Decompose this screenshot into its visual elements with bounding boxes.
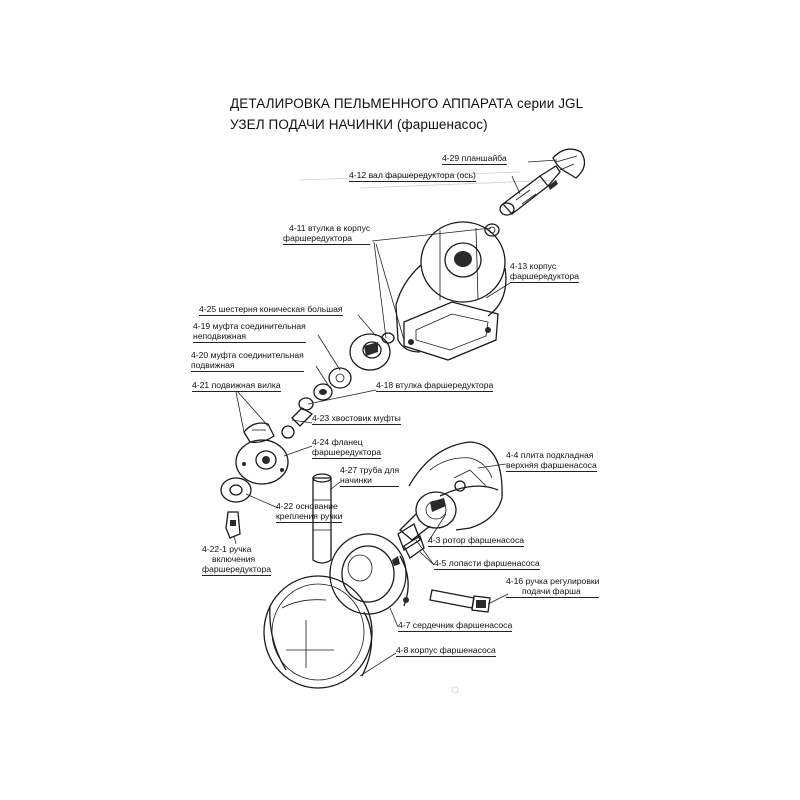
label-4-16-line1: 4-16 ручка регулировки xyxy=(506,576,600,586)
label-4-25-text: 4-25 шестерня коническая большая xyxy=(199,304,343,314)
label-4-13-line2: фаршередуктора xyxy=(510,271,580,281)
label-4-20-line1: 4-20 муфта соединительная xyxy=(191,350,304,360)
part-4-19-4-20-couplings xyxy=(313,367,352,401)
part-4-22-1-handle xyxy=(225,511,241,539)
label-4-18-text: 4-18 втулка фаршередуктора xyxy=(376,380,494,390)
label-4-24-line1: 4-24 фланец xyxy=(312,437,363,447)
part-4-22-handle-base xyxy=(220,477,252,503)
label-4-8-text: 4-8 корпус фаршенасоса xyxy=(396,645,496,655)
part-4-27-tube xyxy=(312,473,332,564)
label-4-24-line2: фаршередуктора xyxy=(312,447,382,457)
part-4-25-bevel-gear xyxy=(349,332,395,371)
label-4-21: 4-21 подвижная вилка xyxy=(192,380,281,392)
label-4-11-line2: фаршередуктора xyxy=(283,233,353,243)
part-4-24-flange xyxy=(235,439,289,485)
title-line-2: УЗЕЛ ПОДАЧИ НАЧИНКИ (фаршенасос) xyxy=(230,117,488,132)
label-4-19-line1: 4-19 муфта соединительная xyxy=(193,321,306,331)
part-4-16-adjust-handle xyxy=(429,589,491,613)
label-4-16-line2: подачи фарша xyxy=(522,586,581,596)
label-4-22-1-line1: 4-22-1 ручка xyxy=(202,544,252,554)
part-4-29-plate xyxy=(552,148,586,179)
label-4-12-text: 4-12 вал фаршередуктора (ось) xyxy=(349,170,476,180)
label-4-29-text: 4-29 планшайба xyxy=(442,153,507,163)
part-4-4-plate xyxy=(408,441,503,531)
label-4-4-line1: 4-4 плита подкладная xyxy=(506,450,594,460)
part-4-8-pump-housing xyxy=(263,575,373,689)
label-4-18: 4-18 втулка фаршередуктора xyxy=(376,380,494,392)
label-4-5: 4-5 лопасти фаршенасоса xyxy=(434,558,540,570)
label-4-12: 4-12 вал фаршередуктора (ось) xyxy=(349,170,476,182)
label-4-22-1-line2: включения xyxy=(212,554,256,564)
part-4-13-reducer-housing xyxy=(395,221,507,361)
label-4-27-line1: 4-27 труба для xyxy=(340,465,400,475)
label-4-11-line1: 4-11 втулка в корпус xyxy=(289,223,371,233)
label-4-4-line2: верхняя фаршенасоса xyxy=(506,460,597,470)
label-4-29: 4-29 планшайба xyxy=(442,153,507,165)
label-4-3: 4-3 ротор фаршенасоса xyxy=(428,535,525,547)
part-4-5-blades xyxy=(397,523,425,559)
label-4-13-line1: 4-13 корпус xyxy=(510,261,557,271)
part-4-12-shaft xyxy=(499,165,561,216)
part-4-18-4-23-small-parts xyxy=(281,397,314,439)
label-4-19-line2: неподвижная xyxy=(193,331,247,341)
part-4-11-bushing xyxy=(484,223,500,237)
label-4-7: 4-7 сердечник фаршенасоса xyxy=(398,620,513,632)
part-4-3-rotor xyxy=(399,491,457,541)
label-4-22-line2: крепления ручки xyxy=(276,511,343,521)
label-4-25: 4-25 шестерня коническая большая xyxy=(199,304,343,316)
label-4-22-line1: 4-22 основание xyxy=(276,501,338,511)
label-4-27-line2: начинки xyxy=(340,475,372,485)
title-line-1: ДЕТАЛИРОВКА ПЕЛЬМЕННОГО АППАРАТА серии J… xyxy=(230,96,584,111)
label-4-21-text: 4-21 подвижная вилка xyxy=(192,380,281,390)
label-4-22-1-line3: фаршередуктора xyxy=(202,564,272,574)
label-4-20-line2: подвижная xyxy=(191,360,235,370)
label-4-7-text: 4-7 сердечник фаршенасоса xyxy=(398,620,513,630)
label-4-8: 4-8 корпус фаршенасоса xyxy=(396,645,496,657)
label-4-23-text: 4-23 хвостовик муфты xyxy=(312,413,401,423)
label-4-23: 4-23 хвостовик муфты xyxy=(312,413,401,425)
part-4-21-fork xyxy=(243,422,275,444)
part-4-7-core xyxy=(329,533,409,615)
label-4-5-text: 4-5 лопасти фаршенасоса xyxy=(434,558,540,568)
label-4-3-text: 4-3 ротор фаршенасоса xyxy=(428,535,525,545)
